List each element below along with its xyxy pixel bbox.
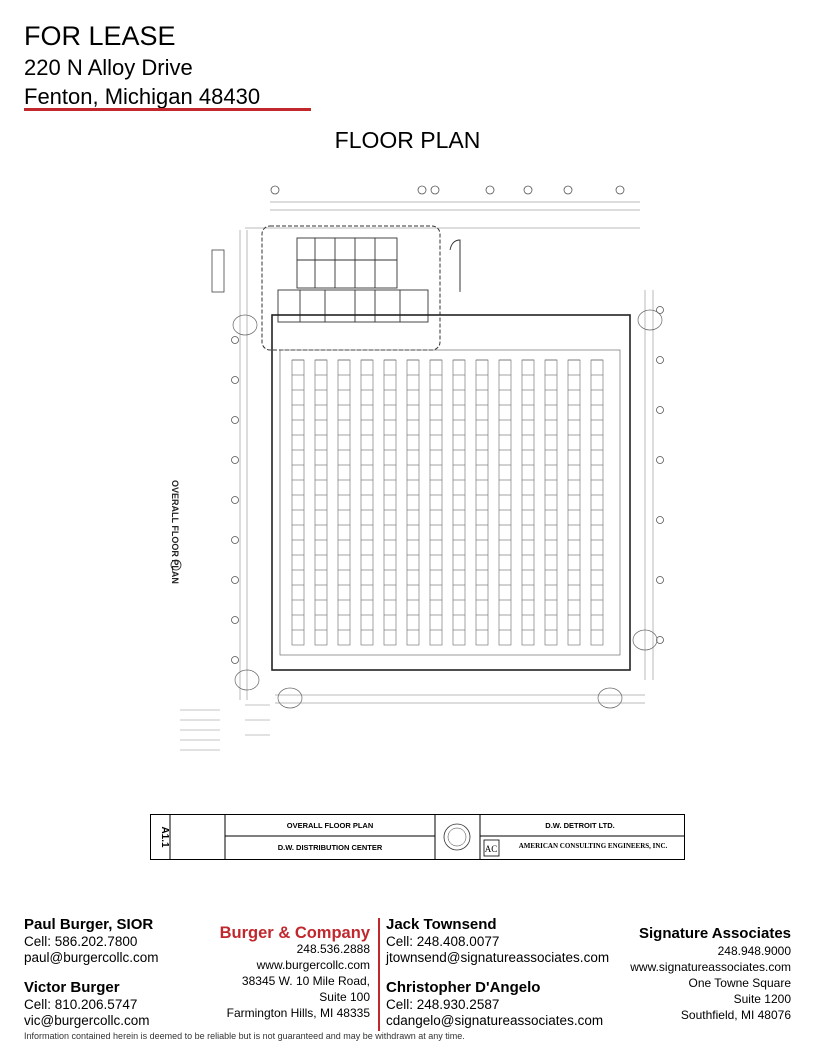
floor-plan-drawing: OVERALL FLOOR PLAN xyxy=(170,185,664,751)
company-address-2: Suite 100 xyxy=(319,990,370,1004)
company-website[interactable]: www.signatureassociates.com xyxy=(630,960,791,974)
contact-name: Jack Townsend xyxy=(386,916,497,933)
disclaimer: Information contained herein is deemed t… xyxy=(24,1031,465,1041)
contact-email[interactable]: cdangelo@signatureassociates.com xyxy=(386,1013,604,1028)
contact-name: Paul Burger, SIOR xyxy=(24,916,154,933)
contact-christopher: Christopher D'Angelo Cell: 248.930.2587 … xyxy=(386,979,603,1029)
contact-cell: Cell: 810.206.5747 xyxy=(24,997,138,1012)
contact-jack: Jack Townsend Cell: 248.408.0077 jtownse… xyxy=(386,916,609,966)
company-phone: 248.948.9000 xyxy=(717,944,791,958)
project-name: D.W. DISTRIBUTION CENTER xyxy=(278,843,383,852)
listing-title: FOR LEASE xyxy=(24,21,176,51)
owner-name: D.W. DETROIT LTD. xyxy=(545,821,614,830)
contact-victor: Victor Burger Cell: 810.206.5747 vic@bur… xyxy=(24,979,150,1029)
contact-email[interactable]: vic@burgercollc.com xyxy=(24,1013,150,1028)
drawing-side-title: OVERALL FLOOR PLAN xyxy=(170,480,180,584)
company-address-2: Suite 1200 xyxy=(733,992,791,1006)
contact-cell: Cell: 586.202.7800 xyxy=(24,934,138,949)
company-address-3: Southfield, MI 48076 xyxy=(680,1008,791,1022)
signature-company-block: Signature Associates 248.948.9000 www.si… xyxy=(630,925,791,1023)
company-phone: 248.536.2888 xyxy=(296,942,370,956)
address-street: 220 N Alloy Drive xyxy=(24,55,193,80)
contact-name: Victor Burger xyxy=(24,979,120,996)
company-website[interactable]: www.burgercollc.com xyxy=(256,958,370,972)
contact-paul: Paul Burger, SIOR Cell: 586.202.7800 pau… xyxy=(24,916,159,966)
contacts-divider xyxy=(378,918,380,1031)
company-address-1: 38345 W. 10 Mile Road, xyxy=(241,974,370,988)
firm-logo: AC xyxy=(485,844,498,854)
company-name: Signature Associates xyxy=(639,925,791,942)
burger-company-block: Burger & Company 248.536.2888 www.burger… xyxy=(220,925,370,1021)
firm-name: AMERICAN CONSULTING ENGINEERS, INC. xyxy=(519,842,668,850)
company-address-3: Farmington Hills, MI 48335 xyxy=(226,1006,370,1020)
contact-email[interactable]: jtownsend@signatureassociates.com xyxy=(386,950,610,965)
contact-name: Christopher D'Angelo xyxy=(386,979,541,996)
contact-email[interactable]: paul@burgercollc.com xyxy=(24,950,159,965)
company-name: Burger & Company xyxy=(219,924,370,942)
header-rule xyxy=(24,108,311,111)
sheet-number: A1.1 xyxy=(159,826,170,848)
company-address-1: One Towne Square xyxy=(688,976,791,990)
contact-cell: Cell: 248.408.0077 xyxy=(386,934,500,949)
floor-plan-heading: FLOOR PLAN xyxy=(334,127,481,153)
drawing-title-block: A1.1 OVERALL FLOOR PLAN D.W. DISTRIBUTIO… xyxy=(150,814,685,860)
address-city: Fenton, Michigan 48430 xyxy=(24,84,261,109)
sheet-title: OVERALL FLOOR PLAN xyxy=(287,821,374,830)
contact-cell: Cell: 248.930.2587 xyxy=(386,997,500,1012)
